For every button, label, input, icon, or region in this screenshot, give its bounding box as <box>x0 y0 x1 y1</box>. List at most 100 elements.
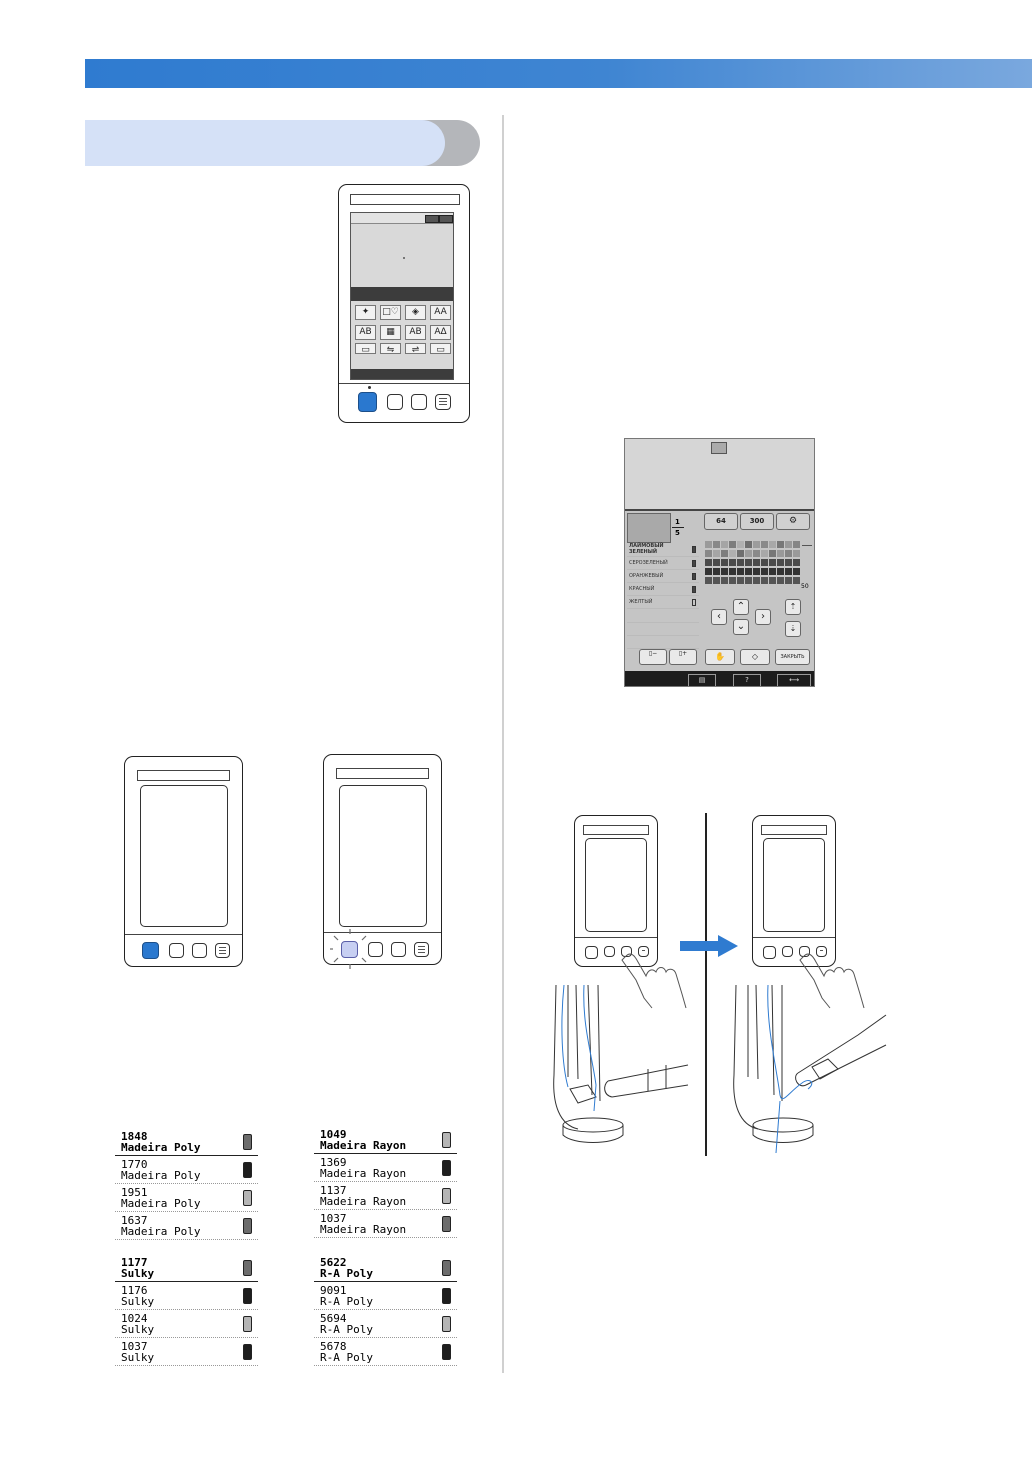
palette-swatch[interactable] <box>737 550 744 557</box>
palette-swatch[interactable] <box>713 550 720 557</box>
palette-swatch[interactable] <box>705 541 712 548</box>
butterfly-pattern-icon[interactable]: ✦ <box>355 305 376 320</box>
thread-color-item[interactable]: КРАСНЫЙ <box>627 583 699 596</box>
palette-swatch[interactable] <box>721 541 728 548</box>
palette-swatch[interactable] <box>793 577 800 584</box>
palette-down-button[interactable]: ⌄ <box>733 619 749 635</box>
needle-position-button[interactable] <box>782 946 793 957</box>
alphabet-icon[interactable]: AA <box>430 305 451 320</box>
palette-swatch[interactable] <box>745 550 752 557</box>
triangle-letter-icon[interactable]: AΔ <box>430 325 451 340</box>
palette-swatch[interactable] <box>705 559 712 566</box>
lcd-camera-icon[interactable] <box>425 215 439 223</box>
machine-memory-icon[interactable]: ▭ <box>355 343 376 355</box>
threading-button[interactable] <box>435 394 451 410</box>
palette-swatch[interactable] <box>777 550 784 557</box>
palette-swatch[interactable] <box>705 577 712 584</box>
palette-swatch[interactable] <box>753 550 760 557</box>
palette-swatch[interactable] <box>769 559 776 566</box>
palette-swatch[interactable] <box>745 577 752 584</box>
palette-swatch[interactable] <box>793 568 800 575</box>
thread-trim-button[interactable] <box>391 942 406 957</box>
start-stop-button[interactable] <box>585 946 598 959</box>
palette-swatch[interactable] <box>793 541 800 548</box>
spool-minus-button[interactable]: ▯− <box>639 649 667 665</box>
scroll-down-button[interactable]: ⇣ <box>785 621 801 637</box>
palette-swatch[interactable] <box>729 541 736 548</box>
thread-brand-button[interactable]: ⚙ <box>776 513 810 530</box>
monogram-icon[interactable]: ▦ <box>380 325 401 340</box>
usb-icon-2[interactable]: ⇌ <box>405 343 426 355</box>
palette-swatch[interactable] <box>721 559 728 566</box>
hand-button[interactable]: ✋ <box>705 649 735 665</box>
thread-trim-button[interactable] <box>411 394 427 410</box>
palette-swatch[interactable] <box>785 559 792 566</box>
palette-swatch[interactable] <box>721 550 728 557</box>
threading-button[interactable] <box>414 942 429 957</box>
palette-swatch[interactable] <box>721 568 728 575</box>
needle-position-button[interactable] <box>368 942 383 957</box>
threading-button[interactable] <box>215 943 230 958</box>
color-palette[interactable] <box>705 541 805 589</box>
palette-swatch[interactable] <box>761 550 768 557</box>
needle-position-button[interactable] <box>387 394 403 410</box>
palette-swatch[interactable] <box>737 541 744 548</box>
diamond-pattern-icon[interactable]: ◈ <box>405 305 426 320</box>
start-stop-button[interactable] <box>341 941 358 958</box>
threading-button[interactable] <box>638 946 649 957</box>
needle-position-button[interactable] <box>169 943 184 958</box>
palette-300-tab[interactable]: 300 <box>740 513 774 530</box>
ab-letter-icon[interactable]: AB <box>355 325 376 340</box>
palette-swatch[interactable] <box>729 559 736 566</box>
palette-swatch[interactable] <box>753 568 760 575</box>
memory-icon[interactable]: ▤ <box>688 674 716 686</box>
palette-up-button[interactable]: ⌃ <box>733 599 749 615</box>
palette-swatch[interactable] <box>729 550 736 557</box>
palette-swatch[interactable] <box>737 568 744 575</box>
palette-swatch[interactable] <box>761 568 768 575</box>
palette-swatch[interactable] <box>721 577 728 584</box>
palette-swatch[interactable] <box>729 577 736 584</box>
palette-swatch[interactable] <box>777 541 784 548</box>
close-button[interactable]: ЗАКРЫТЬ <box>775 649 810 665</box>
thread-trim-button[interactable] <box>621 946 632 957</box>
palette-swatch[interactable] <box>785 577 792 584</box>
thread-trim-button[interactable] <box>799 946 810 957</box>
palette-swatch[interactable] <box>713 559 720 566</box>
palette-swatch[interactable] <box>753 541 760 548</box>
palette-swatch[interactable] <box>761 559 768 566</box>
palette-swatch[interactable] <box>761 577 768 584</box>
palette-swatch[interactable] <box>737 577 744 584</box>
thread-color-item[interactable]: ОРАНЖЕВЫЙ <box>627 570 699 583</box>
palette-swatch[interactable] <box>745 559 752 566</box>
pc-icon[interactable]: ▭ <box>430 343 451 355</box>
palette-swatch[interactable] <box>769 550 776 557</box>
palette-swatch[interactable] <box>745 568 752 575</box>
start-stop-button[interactable] <box>358 392 377 412</box>
help-icon[interactable]: ? <box>733 674 761 686</box>
palette-swatch[interactable] <box>777 559 784 566</box>
frame-pattern-icon[interactable]: □♡ <box>380 305 401 320</box>
palette-swatch[interactable] <box>785 550 792 557</box>
start-stop-button[interactable] <box>142 942 159 959</box>
palette-swatch[interactable] <box>737 559 744 566</box>
palette-swatch[interactable] <box>713 568 720 575</box>
needle-position-button[interactable] <box>604 946 615 957</box>
outline-ab-icon[interactable]: AB <box>405 325 426 340</box>
palette-swatch[interactable] <box>713 577 720 584</box>
lcd-home-icon[interactable] <box>439 215 453 223</box>
threading-button[interactable] <box>816 946 827 957</box>
thread-color-item[interactable]: СЕРОЗЕЛЕНЫЙ <box>627 557 699 570</box>
palette-swatch[interactable] <box>705 550 712 557</box>
spool-plus-button[interactable]: ▯+ <box>669 649 697 665</box>
palette-swatch[interactable] <box>753 559 760 566</box>
eraser-button[interactable]: ◇ <box>740 649 770 665</box>
palette-swatch[interactable] <box>785 541 792 548</box>
thread-color-item[interactable]: ЖЕЛТЫЙ <box>627 596 699 609</box>
palette-swatch[interactable] <box>729 568 736 575</box>
palette-swatch[interactable] <box>777 568 784 575</box>
start-stop-button[interactable] <box>763 946 776 959</box>
palette-swatch[interactable] <box>769 577 776 584</box>
settings-icon[interactable]: ⟷ <box>777 674 811 686</box>
